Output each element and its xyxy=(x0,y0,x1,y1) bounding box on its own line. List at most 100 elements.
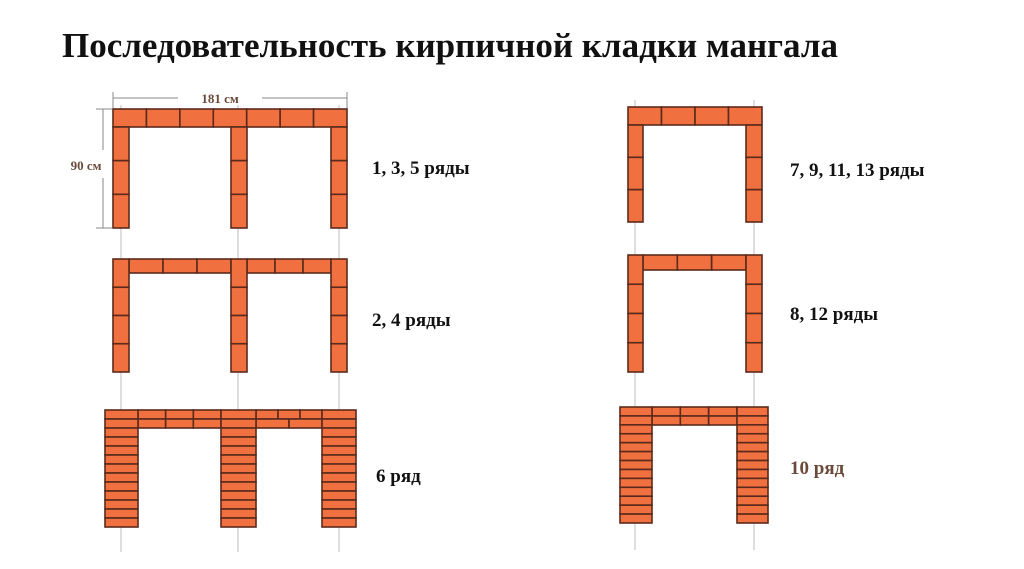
height-dimension-label: 90 см xyxy=(71,158,102,173)
brick xyxy=(274,258,304,274)
brick xyxy=(736,432,769,444)
brick xyxy=(627,106,663,126)
brick xyxy=(164,418,195,429)
brick xyxy=(220,436,257,447)
brick xyxy=(230,314,248,345)
brick xyxy=(727,106,763,126)
brick xyxy=(246,258,276,274)
brick xyxy=(710,254,747,271)
brick xyxy=(255,418,290,429)
brick xyxy=(128,258,164,274)
brick xyxy=(736,486,769,498)
brick xyxy=(104,454,139,465)
brick xyxy=(104,481,139,492)
brick xyxy=(679,415,710,426)
brick xyxy=(619,477,653,489)
brick xyxy=(220,499,257,510)
brick xyxy=(736,406,769,417)
brick xyxy=(104,445,139,456)
brick xyxy=(299,409,323,420)
brick xyxy=(736,441,769,453)
brick xyxy=(660,106,696,126)
brick xyxy=(212,108,248,128)
brick xyxy=(627,283,644,315)
brick xyxy=(137,409,167,420)
brick xyxy=(196,258,232,274)
brick xyxy=(627,124,644,159)
brick xyxy=(736,513,769,524)
brick xyxy=(321,481,357,492)
brick xyxy=(321,499,357,510)
brick xyxy=(112,342,130,373)
brick xyxy=(312,108,348,128)
brick xyxy=(104,517,139,528)
brick xyxy=(112,314,130,345)
brick xyxy=(230,286,248,317)
brick xyxy=(104,409,139,420)
brick xyxy=(619,406,653,417)
brick xyxy=(230,193,248,229)
width-dimension-label: 181 см xyxy=(201,91,239,106)
bricks xyxy=(104,106,769,528)
brick xyxy=(321,454,357,465)
brick xyxy=(619,504,653,515)
brick xyxy=(220,418,257,429)
brick xyxy=(736,495,769,506)
row-label-2-4: 2, 4 ряды xyxy=(372,310,451,331)
brick xyxy=(220,517,257,528)
brick xyxy=(164,409,195,420)
brick xyxy=(707,406,738,417)
brick xyxy=(192,418,222,429)
brick xyxy=(321,436,357,447)
brick xyxy=(707,415,738,426)
brick xyxy=(321,409,357,420)
brick xyxy=(104,508,139,519)
brick xyxy=(220,463,257,474)
row-label-6: 6 ряд xyxy=(376,466,421,487)
row-label-8-12: 8, 12 ряды xyxy=(790,304,879,325)
dimension-width: 181 см xyxy=(112,91,348,112)
page-title: Последовательность кирпичной кладки манг… xyxy=(62,26,838,65)
row-label-10: 10 ряд xyxy=(790,458,845,479)
brick xyxy=(321,463,357,474)
brick xyxy=(330,286,348,317)
brick xyxy=(321,490,357,501)
brick xyxy=(104,427,139,438)
brick xyxy=(651,415,682,426)
brick xyxy=(220,472,257,483)
brick xyxy=(145,108,181,128)
brick xyxy=(679,406,710,417)
brick xyxy=(321,427,357,438)
brick xyxy=(627,156,644,191)
brick xyxy=(321,508,357,519)
brick xyxy=(627,188,644,223)
brick xyxy=(619,415,653,426)
brick xyxy=(162,258,198,274)
brick xyxy=(619,432,653,444)
brick xyxy=(651,406,682,417)
brick xyxy=(736,504,769,515)
brick xyxy=(245,108,281,128)
brick xyxy=(179,108,215,128)
brick xyxy=(288,418,323,429)
brick xyxy=(619,459,653,471)
brick xyxy=(321,517,357,528)
brick xyxy=(642,254,679,271)
brick xyxy=(619,424,653,435)
brick xyxy=(330,193,348,229)
brick xyxy=(220,445,257,456)
brick xyxy=(627,341,644,373)
brick xyxy=(220,490,257,501)
brick xyxy=(619,495,653,506)
brick xyxy=(230,342,248,373)
brick xyxy=(619,441,653,453)
brick xyxy=(220,508,257,519)
row-label-1-3-5: 1, 3, 5 ряды xyxy=(372,158,470,179)
brick xyxy=(277,409,301,420)
brick xyxy=(676,254,713,271)
brick xyxy=(230,159,248,196)
brick xyxy=(112,258,130,289)
brick xyxy=(330,342,348,373)
brick xyxy=(321,445,357,456)
